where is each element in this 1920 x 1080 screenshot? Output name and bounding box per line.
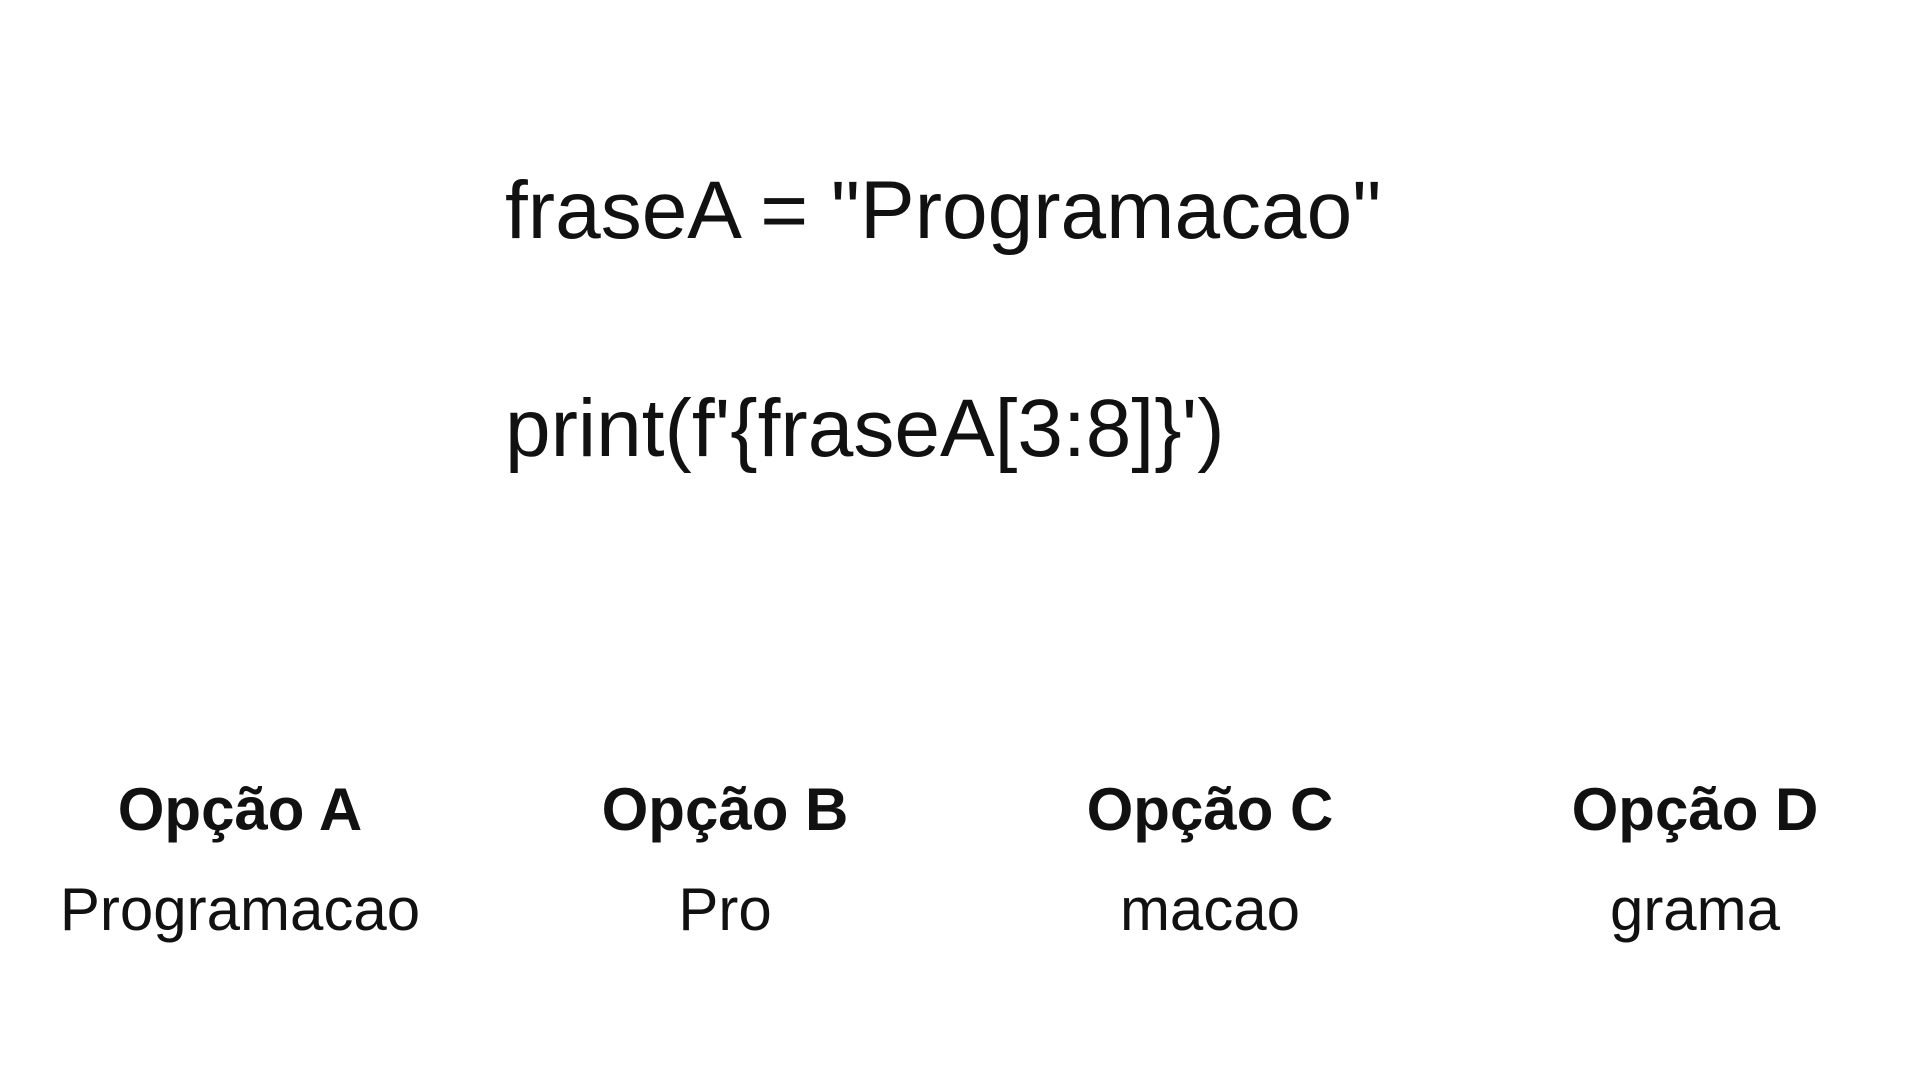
option-b-title: Opção B [601,776,849,843]
code-line-print: print(f'{fraseA[3:8]}') [505,383,1225,474]
answer-options: Opção A Programacao Opção B Pro Opção C … [0,775,1920,975]
option-a-title: Opção A [117,776,363,843]
option-b-text: Pro [678,876,772,943]
option-b[interactable]: Opção B Pro [485,775,965,945]
option-a[interactable]: Opção A Programacao [0,775,480,945]
code-line-assignment: fraseA = "Programacao" [505,165,1382,256]
option-d-text: grama [1609,876,1781,943]
option-a-text: Programacao [59,876,421,943]
option-c[interactable]: Opção C macao [970,775,1450,945]
option-c-title: Opção C [1086,776,1334,843]
option-d-title: Opção D [1571,776,1819,843]
option-c-text: macao [1119,876,1301,943]
option-d[interactable]: Opção D grama [1455,775,1920,945]
